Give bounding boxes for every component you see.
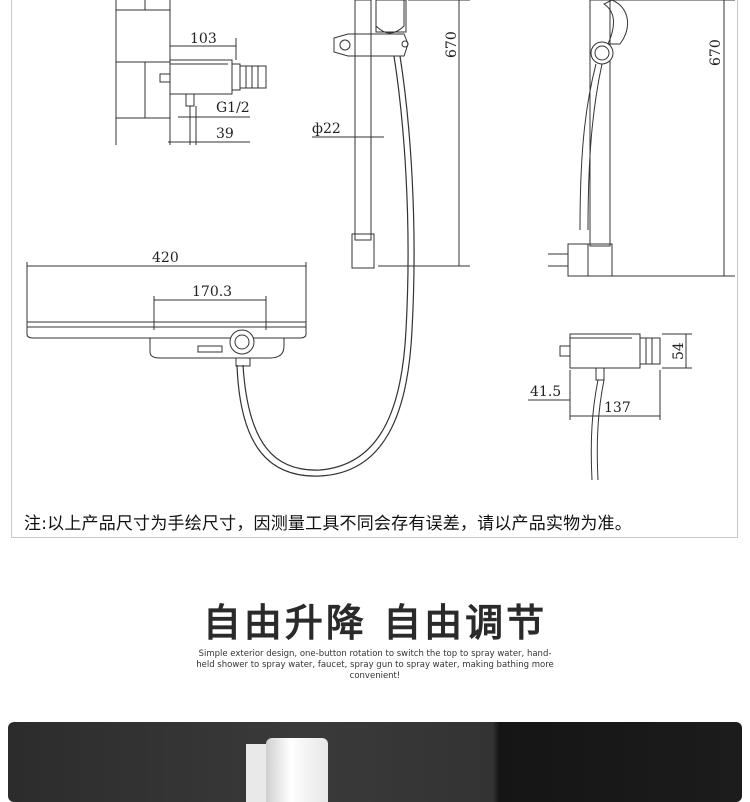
section-heading: 自由升降 自由调节 [202, 601, 548, 645]
shelf-front-view: 420 170.3 [26, 250, 307, 367]
dim-g12: G1/2 [216, 100, 250, 116]
dim-103: 103 [190, 31, 217, 47]
drawing-frame [11, 0, 738, 538]
technical-drawing: 103 G1/2 39 670 ф22 [26, 0, 735, 481]
slide-bar-front: 670 ф22 [236, 0, 470, 477]
dim-420: 420 [152, 250, 179, 266]
dim-41-5: 41.5 [530, 384, 561, 400]
dim-137: 137 [604, 400, 631, 416]
photo-pipe [266, 738, 328, 802]
dim-54: 54 [671, 342, 687, 360]
section-description: Simple exterior design, one-button rotat… [196, 649, 554, 681]
dim-170-3: 170.3 [192, 284, 232, 300]
dim-670-left: 670 [444, 31, 460, 58]
full-set-side-view: 670 54 41.5 137 [528, 0, 735, 481]
dim-39: 39 [216, 126, 234, 142]
dim-phi22: ф22 [312, 121, 341, 137]
dim-670-right: 670 [708, 39, 724, 66]
product-photo [8, 722, 742, 802]
mixer-side-view: 103 G1/2 39 [115, 0, 267, 145]
dimension-disclaimer: 注:以上产品尺寸为手绘尺寸，因测量工具不同会存有误差，请以产品实物为准。 [24, 514, 632, 534]
